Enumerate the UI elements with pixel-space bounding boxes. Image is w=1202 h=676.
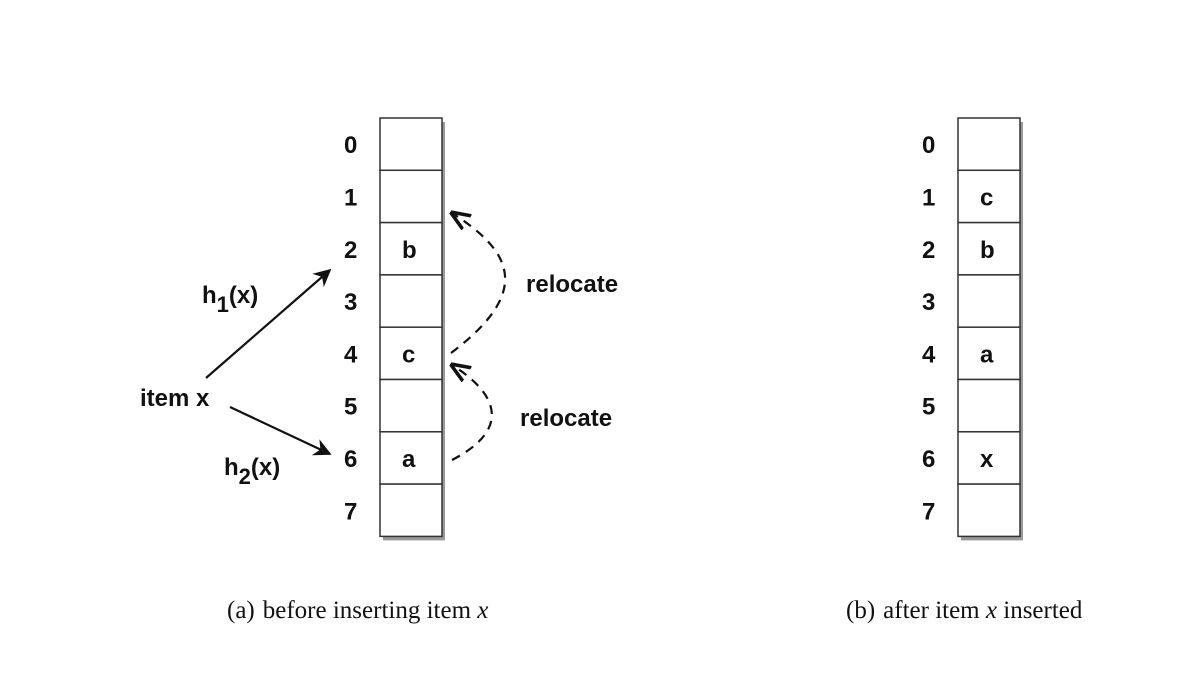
caption-a: (a)before inserting item x	[227, 597, 488, 624]
relocate-upper-label: relocate	[526, 271, 618, 298]
table-slot	[379, 483, 443, 538]
slot-index: 6	[344, 446, 357, 473]
slot-value: c	[980, 184, 993, 211]
item-x-label: item x	[140, 385, 210, 412]
slot-value: a	[402, 446, 416, 473]
table-slot	[957, 378, 1021, 433]
slot-index: 5	[922, 394, 935, 421]
slot-index: 1	[922, 184, 935, 211]
table-slot	[379, 117, 443, 172]
figure-b: 0 1 c 2 b 3 4 a 5 6 x 7 (b)after item x inserted	[846, 117, 1083, 624]
h2-label: h2(x)	[224, 454, 280, 489]
slot-index: 0	[922, 132, 935, 159]
table-slot	[379, 326, 443, 381]
relocate-lower-arrow	[452, 365, 493, 461]
h1-label: h1(x)	[202, 282, 258, 317]
slot-index: 5	[344, 394, 357, 421]
h1-arrow	[205, 268, 332, 379]
slot-value: b	[980, 237, 995, 264]
hash-table-a: 0 1 2 b 3 4 c 5 6 a 7	[344, 117, 445, 541]
relocate-upper-arrow	[451, 213, 507, 354]
table-slot	[957, 431, 1021, 485]
slot-index: 3	[922, 289, 935, 316]
hash-table-b: 0 1 c 2 b 3 4 a 5 6 x 7	[922, 117, 1023, 541]
table-slot	[957, 326, 1021, 381]
table-slot	[957, 117, 1021, 172]
slot-value: c	[402, 341, 415, 368]
table-slot	[957, 483, 1021, 538]
slot-value: b	[402, 237, 417, 264]
slot-index: 3	[344, 289, 357, 316]
relocate-lower-label: relocate	[520, 405, 612, 432]
slot-index: 1	[344, 184, 357, 211]
table-slot	[379, 221, 443, 276]
slot-index: 4	[344, 341, 358, 368]
h2-arrow	[229, 406, 332, 456]
slot-index: 2	[344, 237, 357, 264]
table-slot	[379, 378, 443, 433]
slot-index: 4	[922, 341, 936, 368]
table-slot	[379, 274, 443, 328]
table-slot	[379, 431, 443, 485]
slot-index: 2	[922, 237, 935, 264]
slot-index: 7	[922, 498, 935, 525]
table-slot	[957, 274, 1021, 328]
slot-index: 6	[922, 446, 935, 473]
table-slot	[957, 221, 1021, 276]
slot-value: a	[980, 341, 994, 368]
table-slot	[379, 169, 443, 224]
slot-value: x	[980, 446, 994, 473]
slot-index: 7	[344, 498, 357, 525]
caption-b: (b)after item x inserted	[846, 597, 1083, 624]
slot-index: 0	[344, 132, 357, 159]
